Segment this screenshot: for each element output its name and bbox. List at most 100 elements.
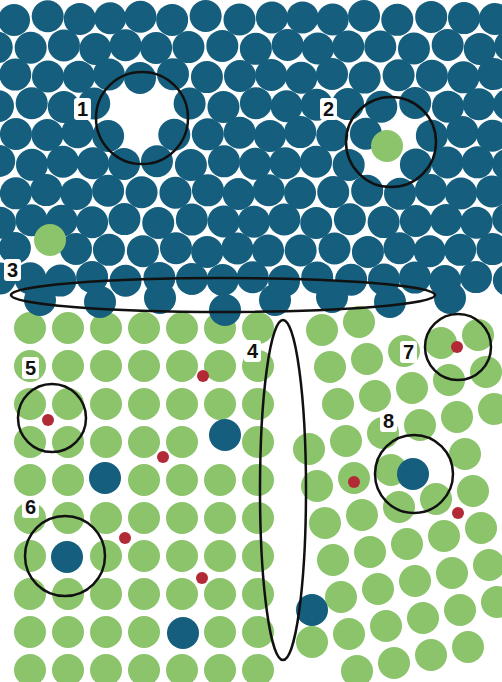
atom bbox=[383, 59, 415, 91]
atom bbox=[209, 419, 241, 451]
atom bbox=[253, 174, 285, 206]
atom bbox=[30, 174, 62, 206]
callout-number: 6 bbox=[22, 496, 39, 518]
atom bbox=[166, 426, 198, 458]
atom bbox=[192, 118, 224, 150]
atom bbox=[94, 2, 126, 34]
atom bbox=[462, 146, 494, 178]
atom bbox=[319, 233, 351, 265]
atom bbox=[204, 464, 236, 496]
atom bbox=[306, 314, 338, 346]
atom bbox=[166, 312, 198, 344]
atom bbox=[238, 206, 270, 238]
atom bbox=[293, 433, 325, 465]
atom bbox=[51, 541, 83, 573]
atom bbox=[300, 146, 332, 178]
atom bbox=[416, 60, 448, 92]
atom bbox=[52, 464, 84, 496]
atom bbox=[93, 234, 125, 266]
atom bbox=[322, 388, 354, 420]
atom bbox=[493, 89, 502, 121]
atom bbox=[166, 502, 198, 534]
atom bbox=[166, 540, 198, 572]
atom bbox=[428, 520, 460, 552]
atom bbox=[473, 549, 502, 581]
atom bbox=[128, 350, 160, 382]
callout-number: 3 bbox=[4, 259, 21, 281]
atom bbox=[396, 372, 428, 404]
atom bbox=[240, 87, 272, 119]
atom bbox=[242, 388, 274, 420]
atom bbox=[14, 578, 46, 610]
atom bbox=[176, 204, 208, 236]
atom bbox=[476, 233, 502, 265]
atom bbox=[415, 639, 447, 671]
atom bbox=[254, 120, 286, 152]
atom bbox=[31, 119, 63, 151]
atom bbox=[204, 654, 236, 682]
atom bbox=[166, 654, 198, 682]
atom bbox=[338, 462, 370, 494]
atom bbox=[269, 147, 301, 179]
atom bbox=[255, 59, 287, 91]
atom bbox=[359, 380, 391, 412]
atom bbox=[144, 282, 176, 314]
atom bbox=[364, 31, 396, 63]
defect-outline bbox=[425, 314, 491, 380]
atom bbox=[434, 282, 466, 314]
atom bbox=[365, 91, 397, 123]
atom bbox=[242, 654, 274, 682]
atom bbox=[174, 88, 206, 120]
atom bbox=[284, 116, 316, 148]
atom bbox=[370, 610, 402, 642]
atom bbox=[160, 232, 192, 264]
atom bbox=[127, 235, 159, 267]
atom bbox=[204, 502, 236, 534]
atom bbox=[90, 426, 122, 458]
atom bbox=[14, 616, 46, 648]
atom bbox=[52, 312, 84, 344]
atom bbox=[207, 264, 239, 296]
atom bbox=[128, 312, 160, 344]
atom bbox=[317, 4, 349, 36]
atom bbox=[14, 350, 46, 382]
interstitial-atom bbox=[197, 370, 209, 382]
atom bbox=[444, 234, 476, 266]
atom bbox=[90, 654, 122, 682]
atom bbox=[478, 393, 502, 425]
atom bbox=[204, 616, 236, 648]
atom bbox=[374, 286, 406, 318]
atom bbox=[90, 388, 122, 420]
atom bbox=[354, 536, 386, 568]
atom bbox=[285, 235, 317, 267]
atom bbox=[476, 175, 502, 207]
atom bbox=[128, 464, 160, 496]
atom bbox=[208, 205, 240, 237]
atom bbox=[0, 31, 13, 63]
atom bbox=[352, 236, 384, 268]
atom bbox=[415, 1, 447, 33]
atom bbox=[167, 617, 199, 649]
atom bbox=[52, 654, 84, 682]
atom bbox=[398, 32, 430, 64]
atom bbox=[126, 176, 158, 208]
atom bbox=[124, 1, 156, 33]
atom bbox=[208, 145, 240, 177]
atom bbox=[362, 573, 394, 605]
atom bbox=[15, 32, 47, 64]
atom bbox=[209, 294, 241, 326]
atom bbox=[309, 507, 341, 539]
atom bbox=[108, 203, 140, 235]
atom bbox=[268, 203, 300, 235]
atom bbox=[32, 60, 64, 92]
callout-number: 4 bbox=[244, 340, 261, 362]
defect-outline bbox=[25, 516, 105, 596]
atom bbox=[256, 2, 288, 34]
outlines bbox=[11, 72, 491, 660]
atom bbox=[316, 119, 348, 151]
atom bbox=[14, 312, 46, 344]
atom bbox=[110, 29, 142, 61]
atom bbox=[470, 356, 502, 388]
atom bbox=[0, 59, 31, 91]
